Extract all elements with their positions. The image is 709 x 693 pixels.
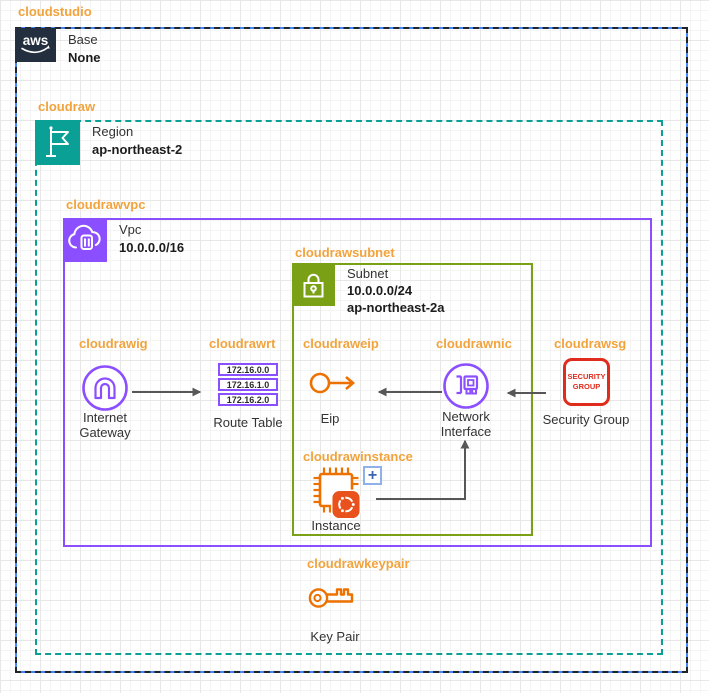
subnet-title: Subnet <box>347 266 389 281</box>
aws-logo-icon: aws <box>15 28 56 62</box>
sg-label: cloudrawsg <box>554 336 627 351</box>
base-title: Base <box>68 32 98 47</box>
base-value: None <box>68 50 101 65</box>
keypair-label: cloudrawkeypair <box>307 556 410 571</box>
instance-caption: Instance <box>311 518 361 533</box>
sg-badge-line: GROUP <box>572 382 601 391</box>
subnet-az: ap-northeast-2a <box>347 300 445 315</box>
eip-caption: Eip <box>320 411 340 426</box>
vpc-header[interactable]: Vpc 10.0.0.0/16 <box>63 218 184 262</box>
vpc-title: Vpc <box>119 222 142 237</box>
cloudstudio-label: cloudstudio <box>18 4 92 19</box>
key-pair-icon[interactable] <box>306 579 358 615</box>
region-label: cloudraw <box>38 99 96 114</box>
ig-caption: Internet Gateway <box>79 410 131 440</box>
region-header[interactable]: Region ap-northeast-2 <box>35 120 182 165</box>
route-table-icon[interactable]: 172.16.0.0 172.16.1.0 172.16.2.0 <box>218 363 278 408</box>
aws-logo-text: aws <box>23 33 49 48</box>
region-border[interactable] <box>35 120 663 655</box>
instance-label: cloudrawinstance <box>303 449 413 464</box>
ig-label: cloudrawig <box>79 336 148 351</box>
region-value: ap-northeast-2 <box>92 142 183 157</box>
sg-badge-line: SECURITY <box>567 372 606 381</box>
subnet-header[interactable]: Subnet 10.0.0.0/24 ap-northeast-2a <box>292 263 445 316</box>
nic-caption: Network Interface <box>440 409 492 439</box>
rt-label: cloudrawrt <box>209 336 276 351</box>
add-button[interactable]: + <box>363 466 382 485</box>
eip-icon[interactable] <box>306 368 360 398</box>
keypair-caption: Key Pair <box>310 629 360 644</box>
vpc-border[interactable] <box>63 218 652 547</box>
nic-label: cloudrawnic <box>436 336 512 351</box>
route-entry[interactable]: 172.16.1.0 <box>218 378 278 391</box>
ubuntu-logo-icon <box>331 489 361 520</box>
region-title: Region <box>92 124 134 139</box>
subnet-cidr: 10.0.0.0/24 <box>347 283 413 298</box>
subnet-lock-icon <box>292 263 335 306</box>
route-entry-text: 172.16.0.0 <box>226 364 270 375</box>
route-entry[interactable]: 172.16.2.0 <box>218 393 278 406</box>
network-interface-icon[interactable] <box>442 362 490 410</box>
security-group-icon[interactable]: SECURITY GROUP <box>563 358 610 406</box>
subnet-label: cloudrawsubnet <box>295 245 395 260</box>
subnet-border[interactable] <box>292 263 533 536</box>
vpc-value: 10.0.0.0/16 <box>119 240 185 255</box>
route-entry-text: 172.16.2.0 <box>226 394 270 405</box>
base-node[interactable]: aws Base None <box>15 28 101 67</box>
sg-caption: Security Group <box>542 412 630 427</box>
route-entry[interactable]: 172.16.0.0 <box>218 363 278 376</box>
vpc-label: cloudrawvpc <box>66 197 146 212</box>
internet-gateway-icon[interactable] <box>81 364 129 412</box>
eip-label: cloudraweip <box>303 336 379 351</box>
vpc-cloud-icon <box>63 218 107 262</box>
cloudstudio-dashed-border[interactable] <box>15 27 688 673</box>
rt-caption: Route Table <box>213 415 283 430</box>
region-flag-icon <box>35 120 80 165</box>
route-entry-text: 172.16.1.0 <box>226 379 270 390</box>
